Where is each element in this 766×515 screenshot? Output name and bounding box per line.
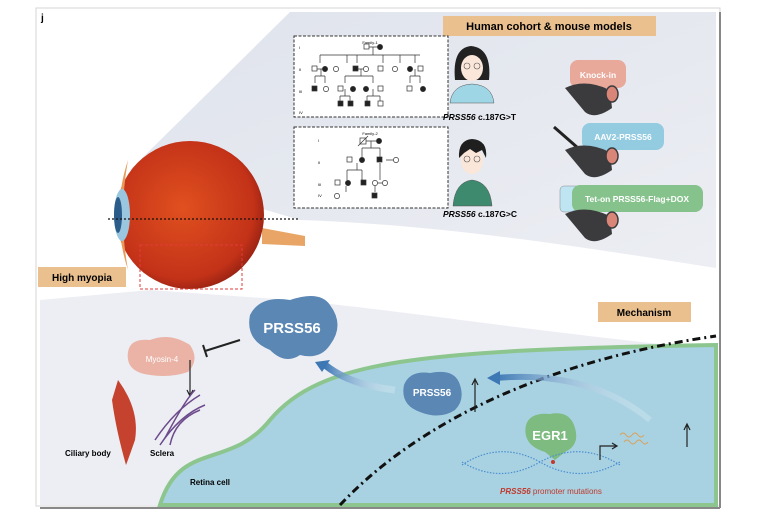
retina-cell-label: Retina cell <box>190 478 230 487</box>
mechanism-label: Mechanism <box>617 308 672 319</box>
patient-boy-illustration <box>452 139 493 207</box>
high-myopia-label: High myopia <box>52 273 112 284</box>
variant-1-label: PRSS56 c.187G>T <box>443 112 517 122</box>
egr1-label: EGR1 <box>532 428 567 443</box>
mrna <box>619 432 649 445</box>
syringe-icon <box>553 125 579 150</box>
myosin-4-label: Myosin-4 <box>146 355 179 364</box>
aav2-label: AAV2-PRSS56 <box>594 132 652 142</box>
myosin-4-protein <box>127 336 195 376</box>
nuclear-membrane <box>338 334 717 507</box>
sclera-label: Sclera <box>150 449 175 458</box>
mouse-model-tet-on: Tet-on PRSS56-Flag+DOX <box>559 185 703 242</box>
mutation-site <box>551 460 555 464</box>
inhibition-arrow <box>202 339 241 358</box>
eye-illustration <box>108 141 305 290</box>
dna-helix <box>461 451 621 475</box>
mechanism-box <box>598 302 691 322</box>
patient-girl-illustration <box>449 46 495 104</box>
prss56-secreted-protein <box>249 296 338 359</box>
gen-label: IV <box>318 193 322 198</box>
family-2-label: Family-2 <box>362 131 378 136</box>
ciliary-body-illustration <box>112 380 136 465</box>
panel-letter: j <box>40 13 44 24</box>
family-1-label: Family-1 <box>362 40 378 45</box>
high-myopia-box <box>38 267 126 287</box>
up-arrow <box>683 422 691 447</box>
gen-label: III <box>299 89 302 94</box>
transcription-start-arrow <box>599 442 619 460</box>
gen-label: II <box>318 160 320 165</box>
mouse-model-knock-in: Knock-in <box>565 60 626 116</box>
cohort-title-box <box>443 16 656 36</box>
prss56-secreted-label: PRSS56 <box>263 320 321 337</box>
variant-2-label: PRSS56 c.187G>C <box>443 209 517 219</box>
ciliary-body-label: Ciliary body <box>65 449 111 458</box>
cohort-title: Human cohort & mouse models <box>466 21 632 33</box>
knock-in-label: Knock-in <box>580 70 616 80</box>
gen-label: I <box>318 138 319 143</box>
gen-label: III <box>318 182 321 187</box>
egr1-protein <box>525 413 577 460</box>
prss56-intracellular-label: PRSS56 <box>413 388 452 399</box>
sclera-illustration <box>154 389 206 446</box>
gen-label: IV <box>299 110 303 115</box>
secretion-arrow <box>322 362 396 394</box>
pedigree-family-2: Family-2 I II III IV <box>293 126 449 209</box>
gen-label: II <box>299 67 301 72</box>
mouse-model-aav2: AAV2-PRSS56 <box>553 123 664 178</box>
translation-arrow <box>494 373 652 423</box>
tet-on-label: Tet-on PRSS56-Flag+DOX <box>585 194 689 204</box>
pedigree-family-1: Family-1 I II III IV <box>293 35 449 118</box>
prss56-intracellular-protein <box>403 371 462 416</box>
promoter-mutations-label: PRSS56 promoter mutations <box>500 487 602 496</box>
gen-label: I <box>299 45 300 50</box>
up-arrow <box>471 377 479 412</box>
